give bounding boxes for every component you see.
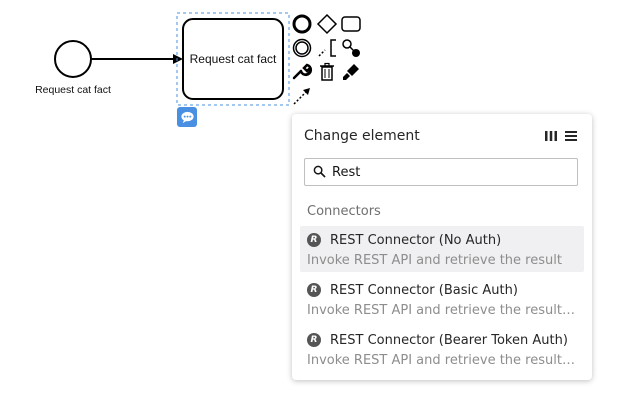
rest-connector-icon: R [307, 333, 321, 347]
entry-rest-no-auth[interactable]: R REST Connector (No Auth) Invoke REST A… [300, 226, 584, 272]
start-event[interactable] [54, 40, 92, 78]
selection-outline [176, 12, 290, 106]
start-event-label: Request cat fact [35, 84, 111, 96]
group-label-connectors: Connectors [307, 204, 381, 219]
search-icon [313, 163, 326, 182]
entry-title: REST Connector (Bearer Token Auth) [330, 332, 568, 348]
comment-icon[interactable] [177, 107, 197, 127]
change-element-popup: Change element Connectors R REST Connect… [292, 114, 592, 380]
text-annotation-icon[interactable] [316, 37, 338, 59]
popup-title: Change element [304, 128, 420, 144]
connect-icon[interactable] [340, 37, 362, 59]
entry-rest-bearer-auth[interactable]: R REST Connector (Bearer Token Auth) Inv… [300, 326, 584, 372]
intermediate-event-icon[interactable] [291, 37, 313, 59]
entry-rest-basic-auth[interactable]: R REST Connector (Basic Auth) Invoke RES… [300, 276, 584, 322]
entry-description: Invoke REST API and retrieve the result … [307, 353, 577, 368]
entry-title: REST Connector (No Auth) [330, 232, 502, 248]
sequence-flow-arrowhead [173, 54, 183, 64]
trash-icon[interactable] [316, 61, 338, 83]
task-shape[interactable] [182, 18, 284, 100]
rest-connector-icon: R [307, 283, 321, 297]
entry-description: Invoke REST API and retrieve the result … [307, 303, 577, 318]
sequence-flow-icon[interactable] [291, 85, 313, 107]
columns-icon[interactable] [544, 128, 558, 142]
color-icon[interactable] [340, 61, 362, 83]
task-icon[interactable] [340, 13, 362, 35]
wrench-icon[interactable] [291, 61, 313, 83]
view-toggle [544, 128, 578, 142]
search-input[interactable] [332, 164, 562, 180]
gateway-icon[interactable] [316, 13, 338, 35]
end-event-icon[interactable] [291, 13, 313, 35]
entry-description: Invoke REST API and retrieve the result [307, 253, 562, 268]
search-field[interactable] [304, 158, 578, 186]
rest-connector-icon: R [307, 233, 321, 247]
list-icon[interactable] [564, 128, 578, 142]
entry-title: REST Connector (Basic Auth) [330, 282, 518, 298]
task-label: Request cat fact [189, 52, 277, 66]
